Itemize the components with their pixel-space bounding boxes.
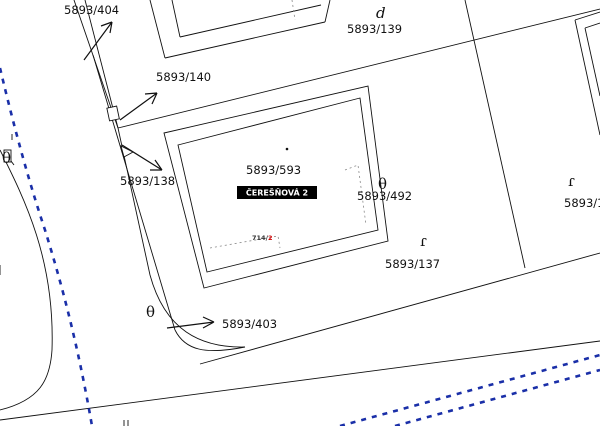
building-right-inner-top [584, 22, 600, 29]
building-right-inner-left [584, 27, 600, 97]
arrow-140 [119, 92, 158, 121]
parcel-label-137-right: 5893/137 [385, 257, 440, 271]
building-right-left [574, 19, 600, 136]
building-right-top [574, 11, 600, 21]
building-outer-outline [163, 85, 389, 289]
building-top-left-edge [149, 0, 166, 59]
arrows [83, 21, 215, 329]
road-edge-inner [92, 54, 176, 331]
parcel-label-139: 5893/139 [347, 22, 402, 36]
land-symbol-garden: ɾ [420, 232, 427, 250]
house-number: 714/2 [252, 234, 272, 242]
boundary-vertical-right [464, 0, 526, 269]
land-symbol-garden-far: ɾ [568, 172, 575, 190]
main-building [163, 85, 389, 289]
boundary-bottom-long [199, 252, 600, 365]
land-symbol-theta-left: θ [2, 149, 11, 167]
road-feature-box [106, 105, 120, 122]
left-curve-boundary [0, 149, 53, 411]
grey-dotted-top [291, 0, 296, 21]
street-label-box [237, 186, 317, 199]
admin-boundary-left [0, 67, 94, 426]
parcel-label-404: 5893/404 [64, 3, 119, 17]
parcel-label-492: 5893/492 [357, 189, 412, 203]
arrow-403 [166, 316, 215, 329]
parcel-label-138: 5893/138 [120, 174, 175, 188]
building-top-inner-bottom [179, 4, 322, 38]
admin-boundary-bottom-2 [394, 368, 600, 426]
boundary-bottom-road [0, 340, 600, 421]
road-edge-left-lower [117, 127, 246, 348]
bottom-marks [11, 134, 129, 426]
grey-dotted-lines [209, 0, 367, 249]
parcel-label-593: 5893/593 [246, 163, 301, 177]
road-feature-triangle [120, 145, 134, 158]
arrow-404 [83, 21, 113, 61]
street-label: ČEREŠŇOVÁ 2 [246, 187, 308, 198]
parcel-label-140: 5893/140 [156, 70, 211, 84]
land-symbol-theta-bottom: θ [146, 303, 155, 321]
parcel-label-137-far: 5893/137 [564, 196, 600, 210]
building-top-bottom-edge [164, 21, 326, 59]
land-symbol-d: d [376, 4, 386, 22]
admin-boundaries [0, 67, 600, 426]
left-feature-box [3, 149, 12, 163]
road-curve [174, 329, 246, 352]
arrow-138 [121, 144, 163, 171]
parcel-label-403: 5893/403 [222, 317, 277, 331]
parcel-point-marker [285, 147, 289, 151]
boundary-top-long [117, 8, 600, 129]
building-top-inner-left [171, 0, 181, 38]
road-features [3, 105, 134, 163]
building-inner-outline [177, 97, 379, 273]
land-symbol-theta-mid: θ [378, 175, 387, 193]
admin-boundary-bottom-1 [339, 353, 600, 426]
building-top-right-edge [324, 0, 331, 23]
